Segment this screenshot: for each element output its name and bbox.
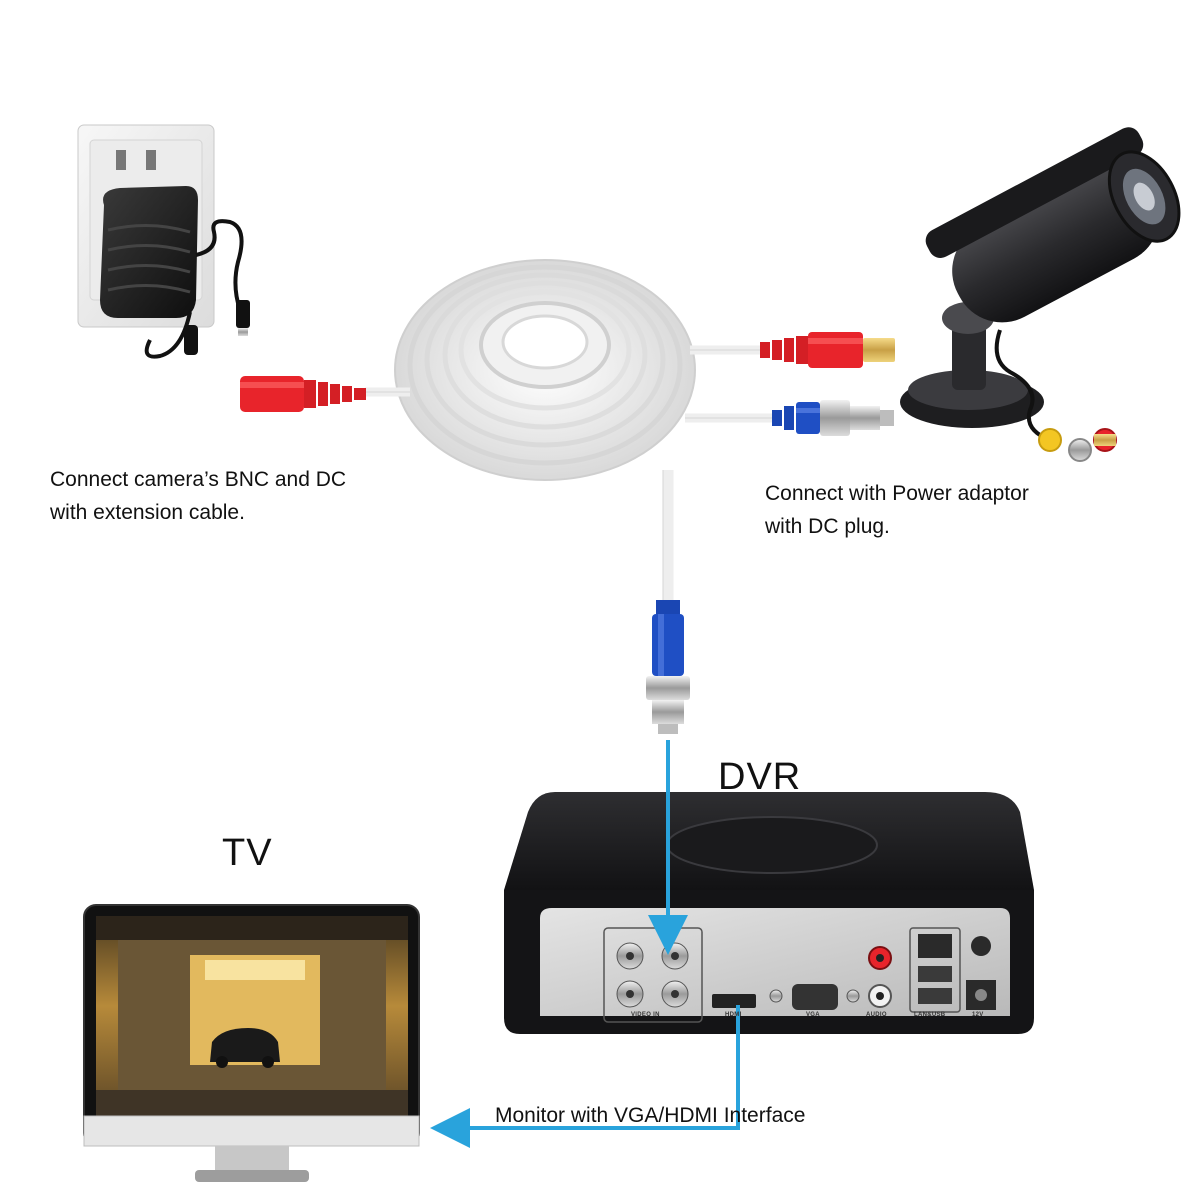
tv-title: TV <box>222 832 273 875</box>
note-bottom: Monitor with VGA/HDMI Interface <box>495 1099 805 1132</box>
security-camera-icon <box>900 121 1194 461</box>
note-left: Connect camera’s BNC and DC with extensi… <box>50 463 346 529</box>
port-label-power: 12V <box>972 1012 984 1018</box>
port-label-audio: AUDIO <box>866 1012 887 1018</box>
bnc-connector-dvr-icon <box>646 600 690 734</box>
port-label-video-in: VIDEO IN <box>631 1012 660 1018</box>
note-right-line1: Connect with Power adaptor <box>765 477 1029 510</box>
dvr-title: DVR <box>718 756 801 799</box>
bnc-connector-right-icon <box>772 400 894 436</box>
dc-female-connector-icon <box>240 376 366 412</box>
dc-male-connector-icon <box>760 332 895 368</box>
dvr-recorder-icon <box>504 792 1034 1034</box>
port-label-hdmi: HDMI <box>725 1012 742 1018</box>
port-label-lan-usb: LAN&USB <box>914 1012 945 1018</box>
port-label-vga: VGA <box>806 1012 820 1018</box>
extension-cable-coil <box>395 260 695 480</box>
note-right-line2: with DC plug. <box>765 510 1029 543</box>
tv-monitor-icon <box>84 905 419 1182</box>
note-left-line2: with extension cable. <box>50 496 346 529</box>
note-left-line1: Connect camera’s BNC and DC <box>50 463 346 496</box>
wall-socket-with-adapter <box>78 125 250 357</box>
note-right: Connect with Power adaptor with DC plug. <box>765 477 1029 543</box>
